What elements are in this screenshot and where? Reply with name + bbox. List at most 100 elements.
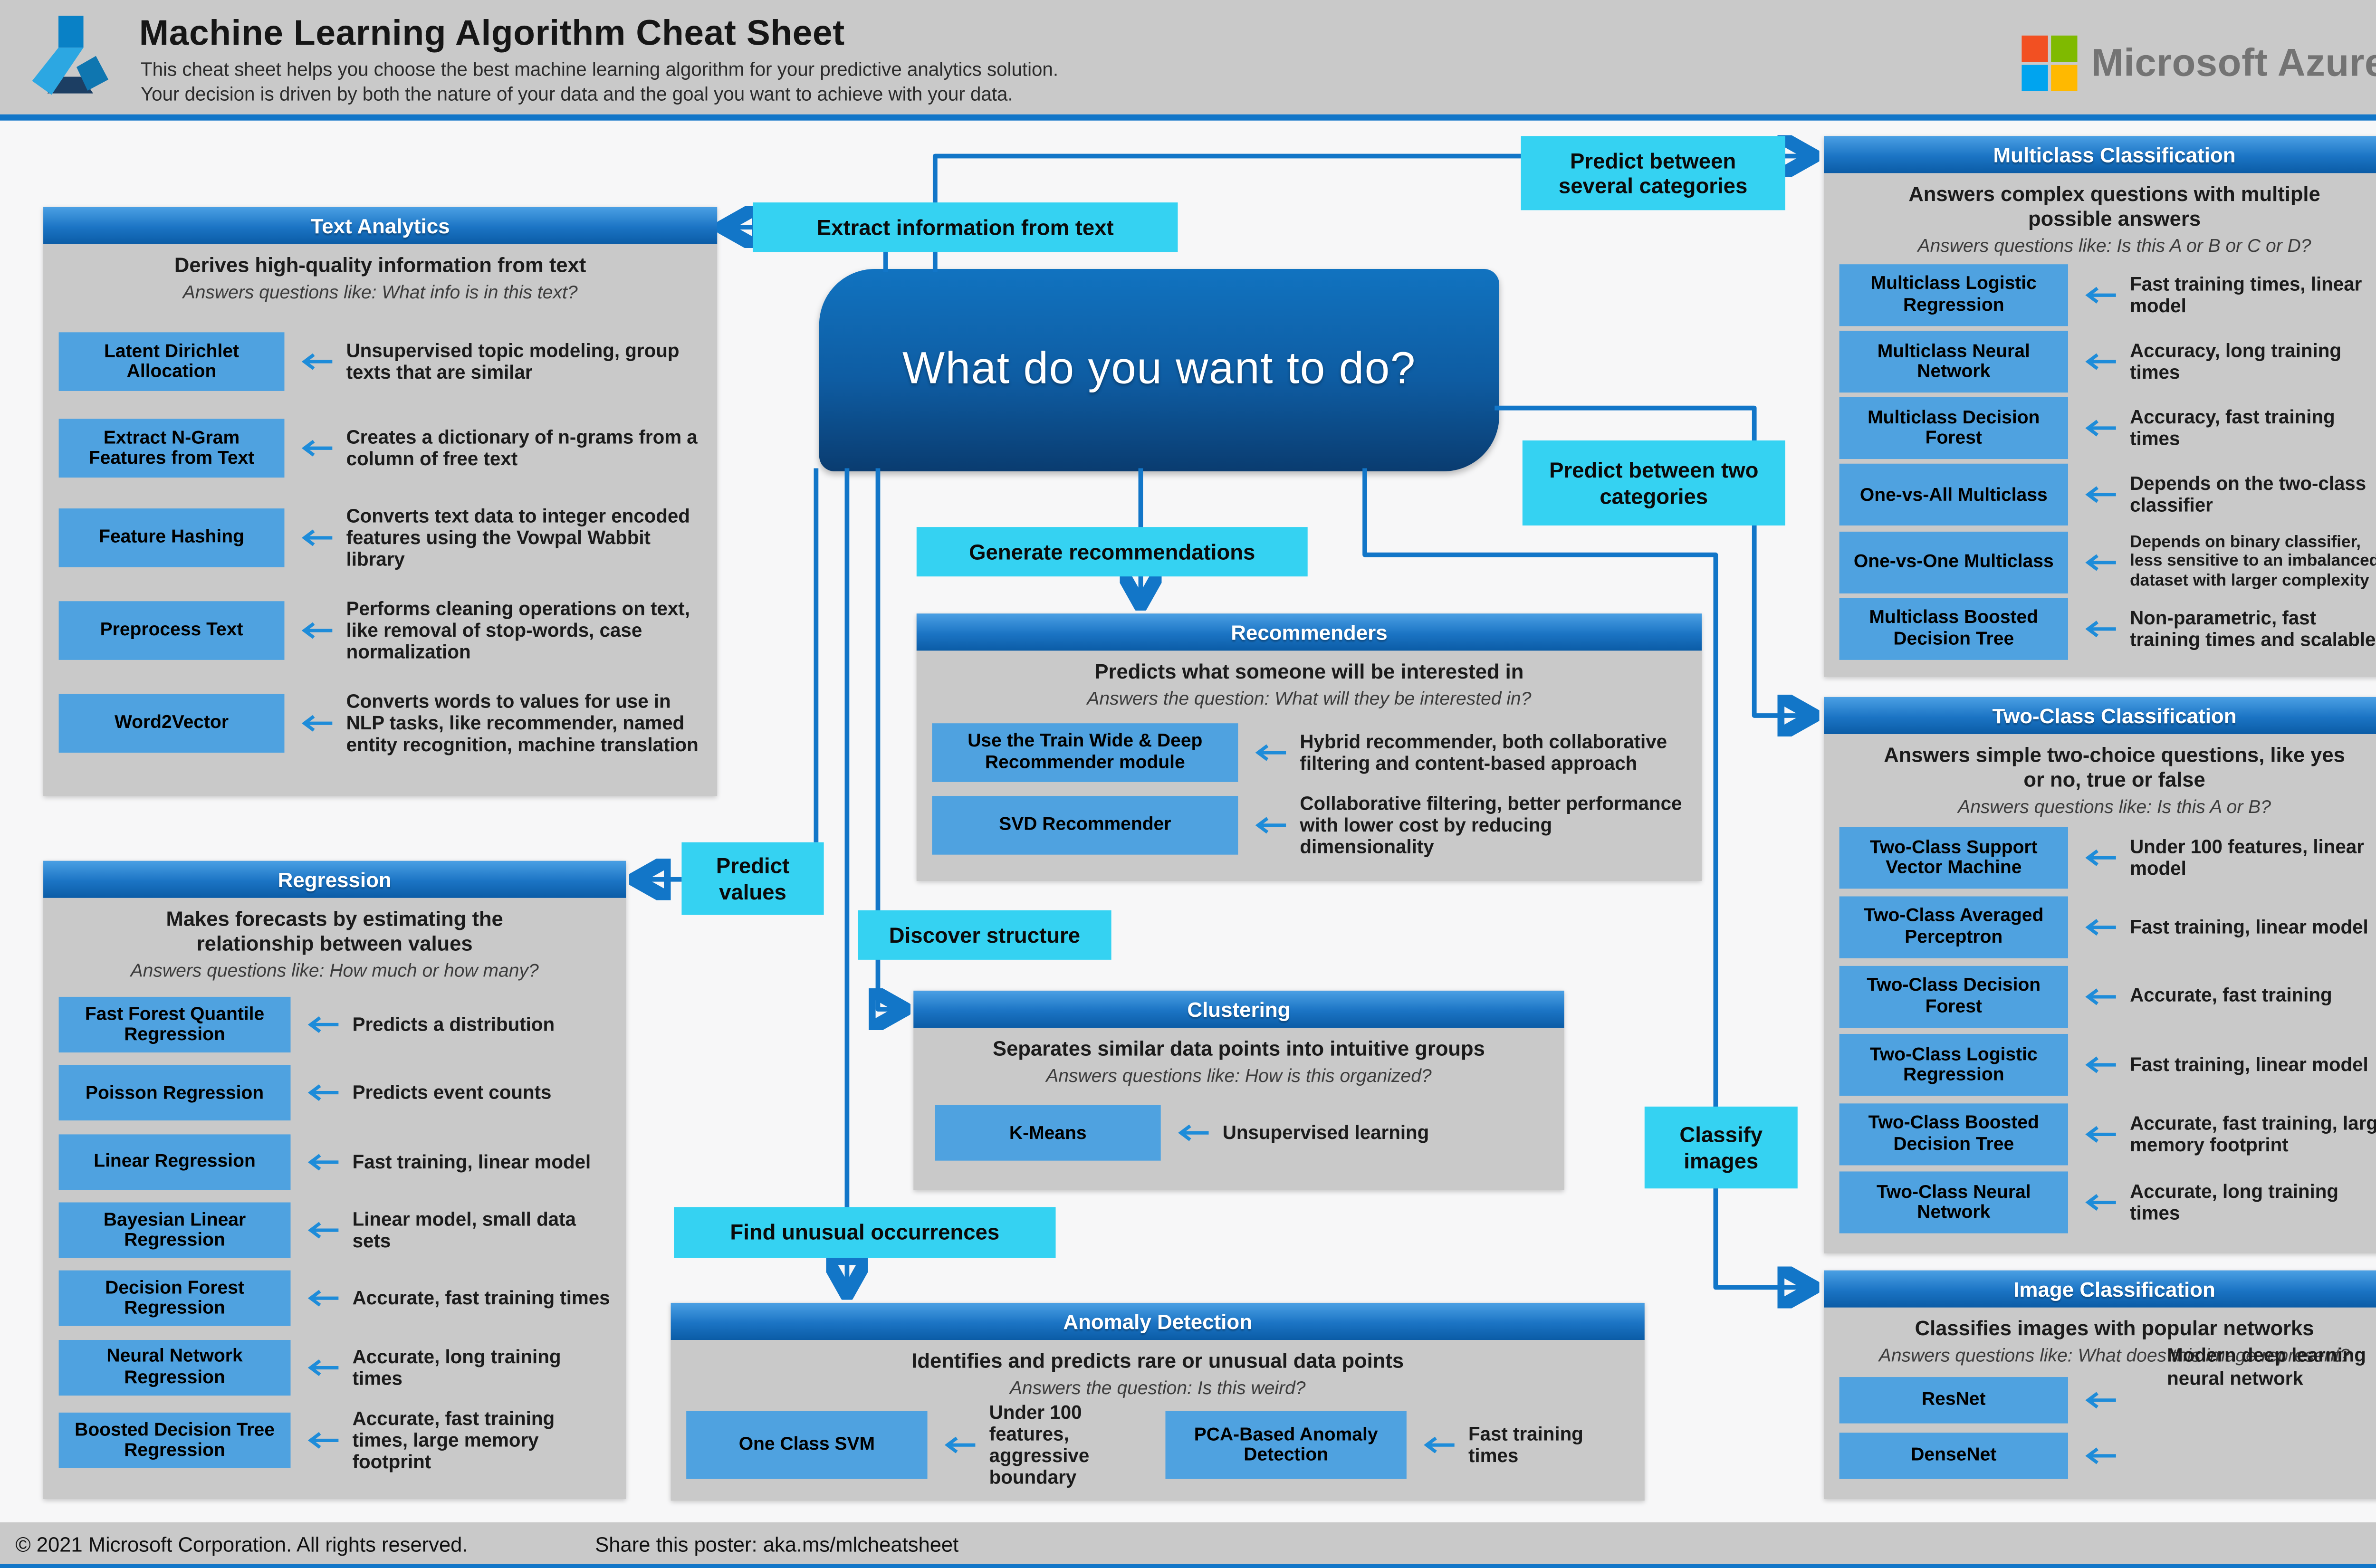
algorithm-box: Fast Forest Quantile Regression bbox=[58, 996, 291, 1052]
algorithm-box: Two-Class Logistic Regression bbox=[1839, 1034, 2068, 1096]
algorithm-row: PCA-Based Anomaly Detection Fast training… bbox=[1165, 1411, 1629, 1480]
image-panel-note: Modern deep learning neural network bbox=[2167, 1344, 2366, 1389]
panel-desc: Derives high-quality information from te… bbox=[174, 253, 586, 277]
ms-square-green bbox=[2051, 35, 2078, 62]
algorithm-box: One-vs-One Multiclass bbox=[1839, 531, 2068, 593]
left-arrow-icon bbox=[2080, 1192, 2117, 1214]
microsoft-logo-icon bbox=[2022, 35, 2078, 91]
left-arrow-icon bbox=[297, 713, 334, 735]
algorithm-desc: Accurate, fast training, large memory fo… bbox=[2130, 1112, 2376, 1156]
panel-two-class-classification: Two-Class Classification Answers simple … bbox=[1824, 697, 2376, 1253]
algorithm-desc: Fast training times bbox=[1468, 1423, 1583, 1467]
algorithm-box: Multiclass Boosted Decision Tree bbox=[1839, 597, 2068, 660]
label-extract-information: Extract information from text bbox=[753, 202, 1178, 252]
left-arrow-icon bbox=[2080, 551, 2117, 573]
algorithm-desc: Converts text data to integer encoded fe… bbox=[346, 505, 690, 571]
left-arrow-icon bbox=[303, 1220, 340, 1242]
left-arrow-icon bbox=[1250, 741, 1287, 763]
algorithm-rows: Fast Forest Quantile Regression Predicts … bbox=[58, 984, 611, 1487]
algorithm-box: Feature Hashing bbox=[58, 508, 285, 567]
panel-regression: Regression Makes forecasts by estimating… bbox=[43, 860, 626, 1500]
algorithm-desc: Linear model, small data sets bbox=[352, 1208, 576, 1252]
label-predict-several-categories: Predict between several categories bbox=[1521, 136, 1785, 210]
label-predict-values: Predict values bbox=[681, 842, 824, 915]
algorithm-desc: Accuracy, long training times bbox=[2130, 340, 2341, 383]
algorithm-box: One Class SVM bbox=[686, 1411, 928, 1480]
algorithm-row: ResNet bbox=[1839, 1377, 2376, 1424]
label-find-unusual-occurrences: Find unusual occurrences bbox=[674, 1207, 1056, 1258]
label-discover-structure: Discover structure bbox=[858, 910, 1111, 960]
algorithm-desc: Creates a dictionary of n-grams from a c… bbox=[346, 426, 698, 470]
algorithm-row: Fast Forest Quantile Regression Predicts … bbox=[58, 996, 611, 1052]
panel-desc: Separates similar data points into intui… bbox=[993, 1037, 1485, 1061]
panel-title: Recommenders bbox=[916, 613, 1702, 651]
panel-title: Multiclass Classification bbox=[1824, 136, 2376, 173]
copyright-text: © 2021 Microsoft Corporation. All rights… bbox=[15, 1533, 468, 1557]
ms-square-red bbox=[2022, 35, 2048, 62]
left-arrow-icon bbox=[297, 620, 334, 641]
algorithm-box: PCA-Based Anomaly Detection bbox=[1165, 1411, 1407, 1480]
algorithm-row: One Class SVM Under 100 features, aggress… bbox=[686, 1401, 1150, 1489]
algorithm-box: Linear Regression bbox=[58, 1134, 291, 1190]
share-text: Share this poster: aka.ms/mlcheatsheet bbox=[595, 1533, 959, 1557]
panel-title: Text Analytics bbox=[43, 207, 718, 244]
label-classify-images: Classify images bbox=[1644, 1106, 1798, 1189]
algorithm-box: ResNet bbox=[1839, 1377, 2068, 1424]
left-arrow-icon bbox=[2080, 985, 2117, 1007]
left-arrow-icon bbox=[2080, 484, 2117, 506]
algorithm-desc: Under 100 features, aggressive boundary bbox=[989, 1401, 1090, 1489]
algorithm-box: Two-Class Neural Network bbox=[1839, 1172, 2068, 1234]
algorithm-box: Multiclass Decision Forest bbox=[1839, 397, 2068, 459]
algorithm-desc: Predicts a distribution bbox=[352, 1013, 555, 1035]
left-arrow-icon bbox=[297, 438, 334, 459]
algorithm-box: Preprocess Text bbox=[58, 601, 285, 660]
panel-desc: Identifies and predicts rare or unusual … bbox=[911, 1349, 1404, 1373]
header-band bbox=[0, 0, 2376, 115]
algorithm-row: Multiclass Boosted Decision Tree Non-para… bbox=[1839, 597, 2376, 660]
algorithm-desc: Depends on binary classifier, less sensi… bbox=[2130, 533, 2376, 590]
left-arrow-icon bbox=[303, 1014, 340, 1036]
panel-title: Anomaly Detection bbox=[671, 1302, 1645, 1340]
left-arrow-icon bbox=[2080, 284, 2117, 306]
algorithm-row: One-vs-One Multiclass Depends on binary c… bbox=[1839, 531, 2376, 593]
algorithm-desc: Accuracy, fast training times bbox=[2130, 406, 2335, 450]
algorithm-desc: Accurate, long training times bbox=[352, 1345, 561, 1389]
left-arrow-icon bbox=[2080, 916, 2117, 938]
panel-question: Answers the question: Is this weird? bbox=[1009, 1377, 1306, 1398]
panel-desc: Makes forecasts by estimating the relati… bbox=[166, 907, 503, 955]
footer-divider bbox=[0, 1564, 2376, 1568]
algorithm-desc: Accurate, fast training bbox=[2130, 985, 2332, 1007]
panel-desc: Predicts what someone will be interested… bbox=[1094, 660, 1524, 683]
algorithm-desc: Fast training, linear model bbox=[2130, 1054, 2368, 1076]
algorithm-box: Poisson Regression bbox=[58, 1065, 291, 1121]
page-subtitle-line1: This cheat sheet helps you choose the be… bbox=[140, 58, 1059, 81]
left-arrow-icon bbox=[303, 1288, 340, 1310]
algorithm-desc: Collaborative filtering, better performa… bbox=[1300, 792, 1682, 858]
panel-question: Answers questions like: Is this A or B? bbox=[1958, 795, 2271, 817]
algorithm-rows: One Class SVM Under 100 features, aggress… bbox=[686, 1401, 1629, 1489]
left-arrow-icon bbox=[303, 1430, 340, 1452]
panel-title: Two-Class Classification bbox=[1824, 697, 2376, 734]
algorithm-row: Use the Train Wide & Deep Recommender mo… bbox=[932, 723, 1686, 782]
panel-desc: Answers simple two-choice questions, lik… bbox=[1884, 743, 2345, 791]
algorithm-desc: Non-parametric, fast training times and … bbox=[2130, 607, 2376, 650]
ms-square-blue bbox=[2022, 65, 2048, 91]
left-arrow-icon bbox=[297, 352, 334, 373]
algorithm-desc: Fast training, linear model bbox=[2130, 916, 2368, 938]
algorithm-box: K-Means bbox=[935, 1105, 1161, 1162]
algorithm-row: Feature Hashing Converts text data to int… bbox=[58, 505, 702, 571]
algorithm-row: DenseNet bbox=[1839, 1432, 2376, 1479]
panel-question: Answers questions like: What does this i… bbox=[1878, 1344, 2350, 1366]
panel-multiclass-classification: Multiclass Classification Answers comple… bbox=[1824, 136, 2376, 677]
left-arrow-icon bbox=[303, 1357, 340, 1378]
